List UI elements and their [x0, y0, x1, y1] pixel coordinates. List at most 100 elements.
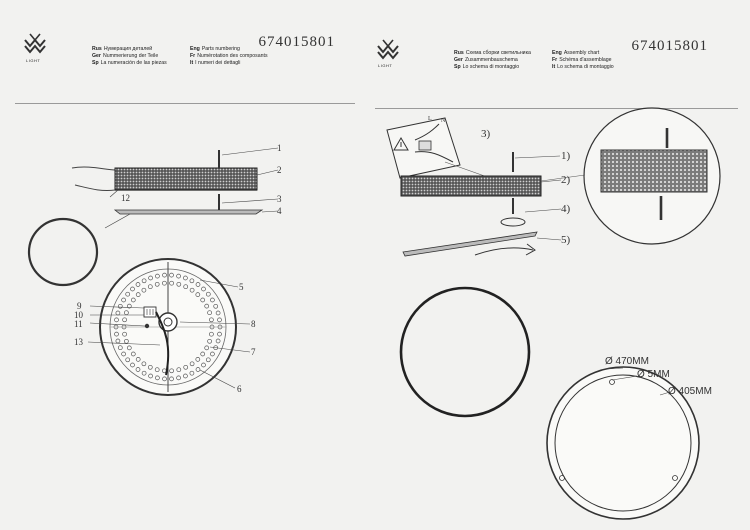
step-2: 2): [561, 174, 571, 186]
led-chip: [148, 373, 153, 379]
led-chip: [189, 361, 195, 367]
led-chip: [195, 357, 201, 362]
callout-4: 4: [277, 206, 282, 216]
led-chip: [122, 317, 127, 323]
callout-11: 11: [74, 319, 83, 329]
led-chip: [155, 273, 160, 279]
led-chip: [183, 373, 188, 379]
led-chip: [162, 280, 167, 286]
led-chip: [217, 331, 222, 337]
led-chip: [200, 351, 206, 357]
lamp-body-mesh: [400, 175, 542, 197]
warning-icon: [393, 137, 409, 151]
led-chip: [195, 282, 201, 287]
brand-logo-icon: [24, 33, 46, 54]
step-3: 3): [481, 128, 491, 140]
assembly-drawing: [386, 107, 721, 520]
led-chip: [135, 357, 141, 362]
led-chip: [215, 310, 221, 316]
dimension-inner-diameter: Ø 405MM: [668, 386, 712, 397]
step-1: 1): [561, 150, 571, 162]
led-chip: [130, 297, 136, 303]
brand-logo-icon: [377, 39, 399, 60]
diffuser-ring: [399, 286, 531, 418]
led-chip: [155, 375, 160, 381]
led-chip: [162, 376, 167, 382]
led-chip: [141, 361, 147, 367]
led-chip: [183, 364, 189, 370]
callout-2: 2: [277, 165, 282, 175]
led-chip: [169, 368, 174, 374]
callout-1: 1: [277, 143, 282, 153]
callout-3: 3: [277, 194, 282, 204]
led-chip: [130, 351, 136, 357]
led-chip: [176, 281, 182, 287]
led-chip: [130, 286, 135, 292]
brand-name: LIGHT: [378, 63, 393, 68]
led-chip: [154, 281, 160, 287]
led-chip: [215, 338, 221, 344]
product-code: 674015801: [631, 38, 708, 54]
led-chip: [154, 367, 160, 373]
lamp-body-mesh: [114, 167, 258, 191]
led-chip: [213, 303, 219, 309]
callout-13: 13: [74, 337, 83, 347]
callout-7: 7: [251, 347, 256, 357]
led-chip: [147, 364, 153, 370]
led-chip: [195, 367, 201, 372]
led-chip: [135, 367, 141, 372]
wire-label-n: N: [441, 118, 446, 124]
led-chip: [130, 362, 135, 368]
led-chip: [183, 284, 189, 290]
led-chip: [201, 362, 206, 368]
header-divider: [375, 108, 738, 109]
led-chip: [141, 287, 147, 293]
callout-6: 6: [237, 384, 242, 394]
led-chip: [204, 303, 210, 309]
led-chip: [176, 273, 181, 279]
led-chip: [183, 275, 188, 281]
led-chip: [114, 317, 119, 323]
led-chip: [209, 317, 214, 323]
led-chip: [117, 345, 123, 351]
brand-name: LIGHT: [26, 58, 41, 63]
parts-drawing: [27, 147, 279, 396]
led-chip: [125, 357, 131, 363]
callout-10: 10: [74, 310, 83, 320]
step-4: 4): [561, 203, 571, 215]
led-chip: [169, 280, 174, 286]
led-chip: [200, 297, 206, 303]
led-chip: [126, 303, 132, 309]
dimension-outer-diameter: Ø 470MM: [605, 356, 649, 367]
led-chip: [148, 275, 153, 281]
led-chip: [141, 278, 147, 284]
led-chip: [121, 351, 126, 357]
led-chip: [210, 297, 215, 303]
led-chip: [169, 272, 174, 278]
led-chip: [205, 291, 211, 297]
led-chip: [121, 297, 126, 303]
led-chip: [217, 317, 222, 323]
mounting-template-outer: [546, 366, 700, 520]
led-chip: [117, 303, 123, 309]
led-chip: [210, 351, 215, 357]
callout-12: 12: [121, 193, 130, 203]
led-chip: [205, 357, 211, 363]
led-chip: [176, 367, 182, 373]
callout-5: 5: [239, 282, 244, 292]
led-chip: [189, 370, 195, 376]
led-chip: [147, 284, 153, 290]
led-chip: [209, 331, 214, 337]
